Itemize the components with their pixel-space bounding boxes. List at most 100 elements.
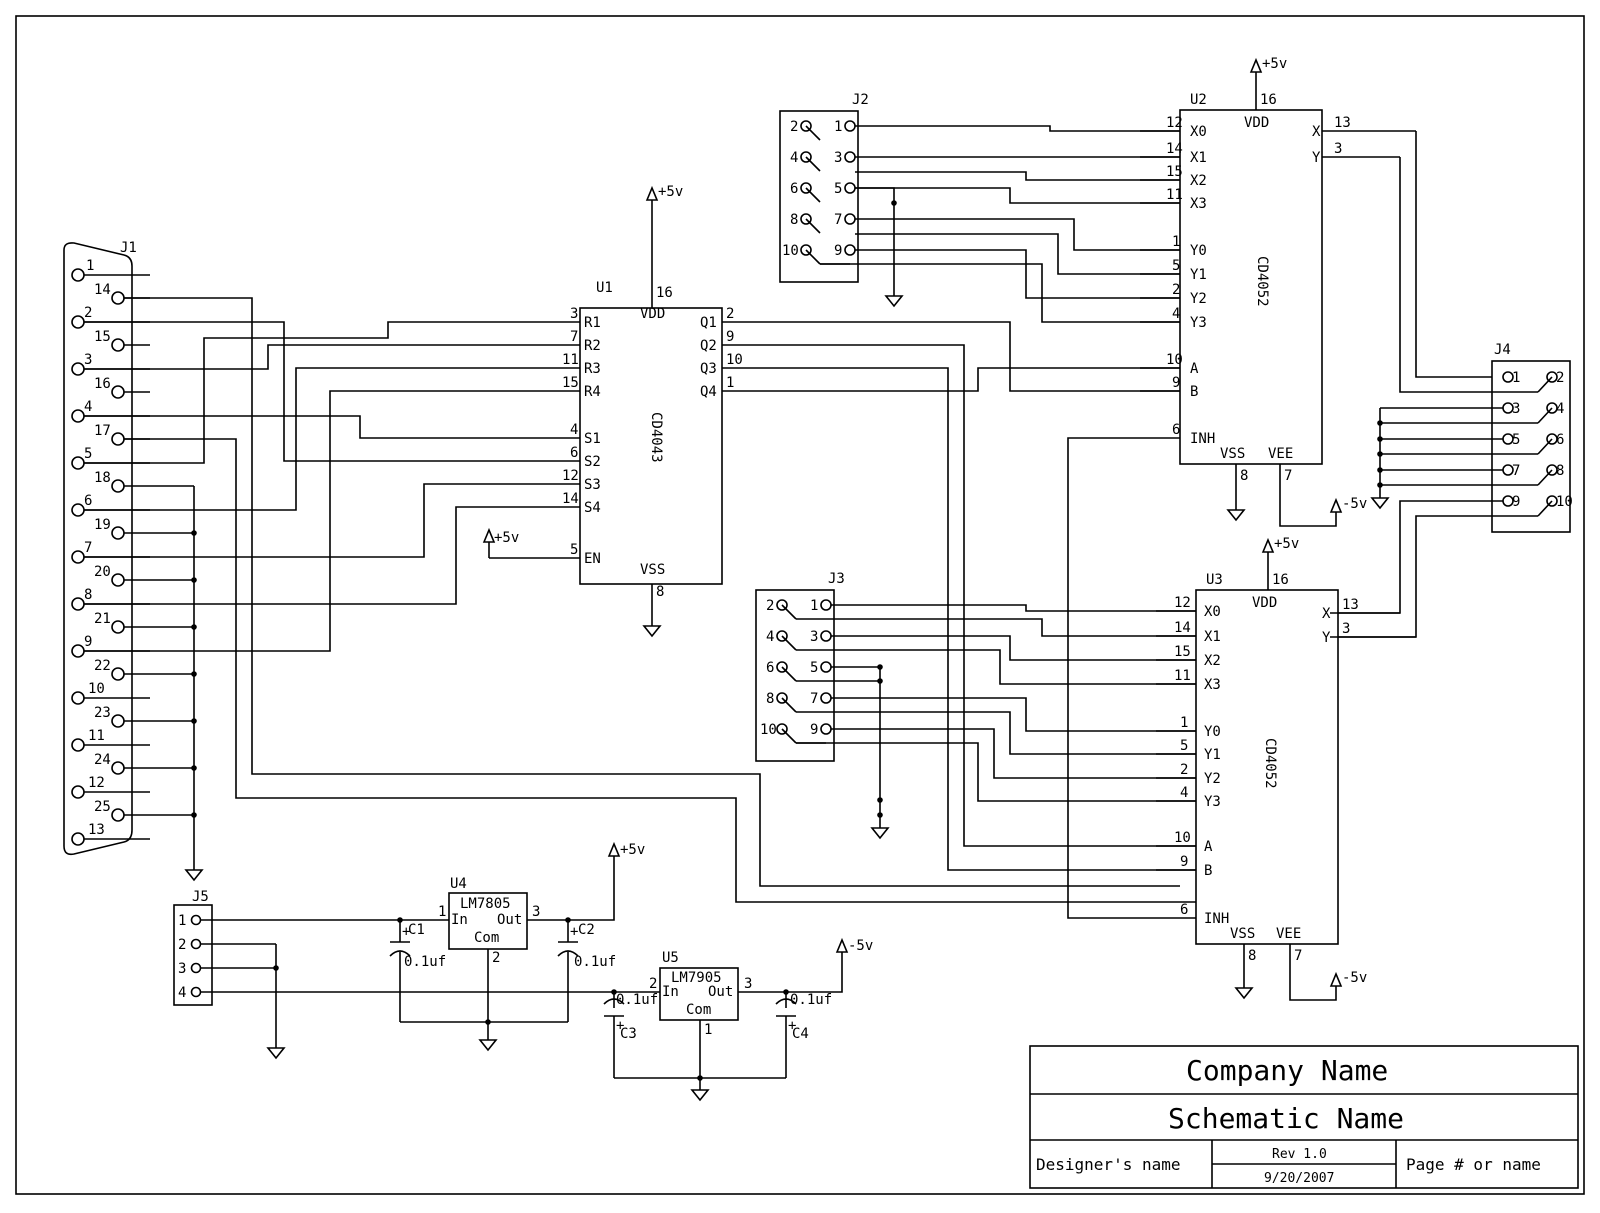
svg-text:6: 6: [1556, 432, 1564, 448]
svg-text:6: 6: [570, 445, 578, 461]
u5-com: Com: [686, 1002, 711, 1018]
svg-text:7: 7: [570, 329, 578, 345]
svg-text:X: X: [1312, 124, 1321, 140]
j4-pins: [1492, 371, 1558, 517]
sheet-border: [15, 15, 1585, 1195]
svg-text:15: 15: [562, 375, 579, 391]
svg-text:10: 10: [1556, 494, 1573, 510]
svg-text:8: 8: [656, 584, 664, 600]
svg-text:10: 10: [88, 681, 105, 697]
j4-ref: J4: [1494, 342, 1511, 358]
svg-text:14: 14: [562, 491, 579, 507]
wire-j1p14: [124, 297, 1180, 887]
svg-text:3: 3: [810, 629, 818, 645]
svg-text:9: 9: [726, 329, 734, 345]
svg-text:Q1: Q1: [700, 315, 717, 331]
svg-text:R2: R2: [584, 338, 601, 354]
u5-out: Out: [708, 984, 733, 1000]
wire-j1p2-s2: [84, 321, 540, 462]
wire-q4-u2a: [760, 367, 1180, 392]
c3-ref: C3: [620, 1026, 637, 1042]
c3-value: 0.1uf: [616, 992, 658, 1008]
wire-j1p4-s1: [84, 415, 540, 439]
svg-text:VEE: VEE: [1276, 926, 1301, 942]
j1-connector-shell: [63, 242, 133, 856]
svg-text:16: 16: [94, 376, 111, 392]
svg-text:S4: S4: [584, 500, 601, 516]
svg-text:1: 1: [704, 1022, 712, 1038]
wire-j1p6-r3: [84, 367, 540, 511]
svg-text:12: 12: [1166, 115, 1183, 131]
svg-text:8: 8: [1240, 468, 1248, 484]
svg-text:10: 10: [1174, 830, 1191, 846]
svg-text:2: 2: [84, 305, 92, 321]
svg-text:23: 23: [94, 705, 111, 721]
svg-text:6: 6: [1172, 422, 1180, 438]
svg-text:5: 5: [1172, 258, 1180, 274]
svg-text:8: 8: [84, 587, 92, 603]
svg-text:14: 14: [1174, 620, 1191, 636]
svg-text:15: 15: [1166, 164, 1183, 180]
svg-text:10: 10: [760, 722, 777, 738]
svg-text:7: 7: [1512, 463, 1520, 479]
svg-text:20: 20: [94, 564, 111, 580]
u4-type: LM7805: [460, 896, 511, 912]
svg-text:4: 4: [766, 629, 774, 645]
c4-value: 0.1uf: [790, 992, 832, 1008]
j1-ground-bus: [150, 485, 204, 882]
svg-text:B: B: [1190, 384, 1198, 400]
svg-text:Y3: Y3: [1204, 794, 1221, 810]
svg-text:9: 9: [84, 634, 92, 650]
svg-text:15: 15: [94, 329, 111, 345]
svg-text:7: 7: [84, 540, 92, 556]
svg-text:2: 2: [1172, 282, 1180, 298]
svg-text:2: 2: [492, 950, 500, 966]
svg-text:1: 1: [1512, 370, 1520, 386]
svg-text:6: 6: [84, 493, 92, 509]
svg-text:9: 9: [1180, 854, 1188, 870]
svg-text:12: 12: [562, 468, 579, 484]
svg-text:Y2: Y2: [1204, 771, 1221, 787]
svg-text:3: 3: [532, 904, 540, 920]
svg-text:X1: X1: [1204, 629, 1221, 645]
svg-text:12: 12: [88, 775, 105, 791]
svg-text:X0: X0: [1190, 124, 1207, 140]
svg-text:8: 8: [1556, 463, 1564, 479]
svg-text:18: 18: [94, 470, 111, 486]
u1-body: [579, 307, 723, 585]
svg-text:VDD: VDD: [640, 306, 665, 322]
svg-text:2: 2: [766, 598, 774, 614]
wire-j2-1: [855, 125, 1180, 132]
svg-text:2: 2: [1556, 370, 1564, 386]
u5-ref: U5: [662, 950, 679, 966]
wire-j1p3-r2: [84, 344, 540, 370]
u4-out: Out: [497, 912, 522, 928]
svg-text:S3: S3: [584, 477, 601, 493]
svg-text:4: 4: [84, 399, 92, 415]
svg-text:Y2: Y2: [1190, 291, 1207, 307]
svg-text:22: 22: [94, 658, 111, 674]
j2-pins: [800, 120, 856, 265]
svg-text:X3: X3: [1190, 196, 1207, 212]
svg-text:8: 8: [790, 212, 798, 228]
u3-type: CD4052: [1262, 738, 1278, 789]
u1-en-pos5-label: +5v: [494, 530, 519, 546]
c2-value: 0.1uf: [574, 954, 616, 970]
svg-text:VSS: VSS: [640, 562, 665, 578]
tb-schematic: Schematic Name: [1168, 1102, 1404, 1135]
svg-text:R4: R4: [584, 384, 601, 400]
svg-text:25: 25: [94, 799, 111, 815]
svg-text:VSS: VSS: [1230, 926, 1255, 942]
svg-text:Y1: Y1: [1204, 747, 1221, 763]
j2-ref: J2: [852, 92, 869, 108]
svg-text:X: X: [1322, 606, 1331, 622]
svg-text:9: 9: [1172, 375, 1180, 391]
svg-text:16: 16: [1272, 572, 1289, 588]
tb-designer: Designer's name: [1036, 1155, 1181, 1174]
svg-text:2: 2: [790, 119, 798, 135]
wire-j1p7-s3: [84, 483, 540, 558]
svg-text:X1: X1: [1190, 150, 1207, 166]
svg-text:3: 3: [834, 150, 842, 166]
